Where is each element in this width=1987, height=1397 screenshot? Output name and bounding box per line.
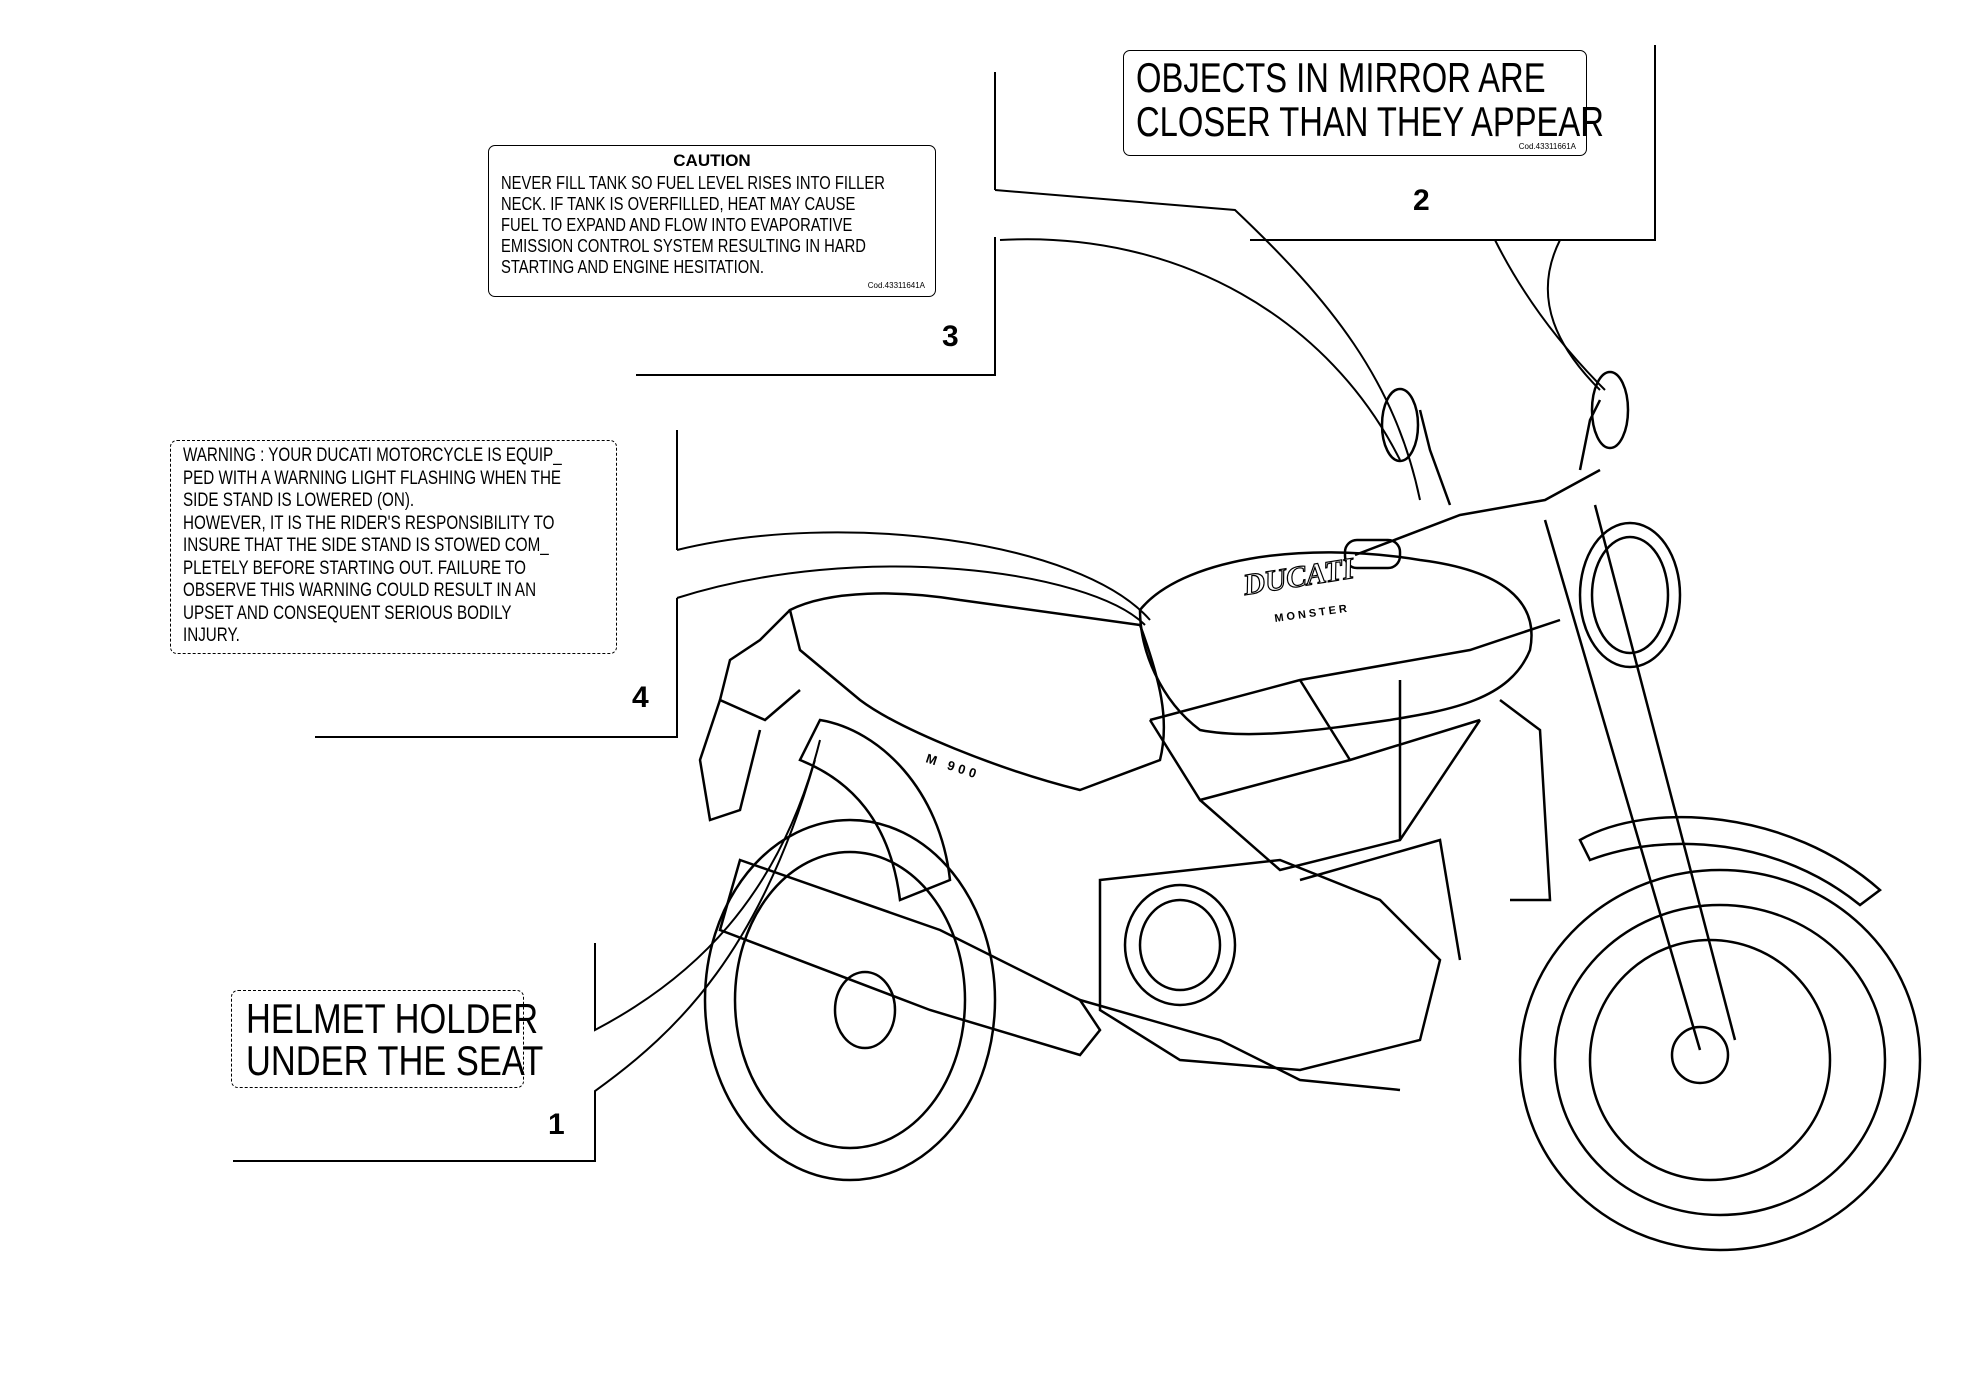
mirror-label-code: Cod.43311661A bbox=[1518, 142, 1576, 151]
warning-line-1: WARNING : YOUR DUCATI MOTORCYCLE IS EQUI… bbox=[183, 445, 562, 466]
callout-3-leader bbox=[636, 237, 996, 376]
callout-2-pointer-a bbox=[1494, 239, 1606, 391]
warning-line-4: HOWEVER, IT IS THE RIDER'S RESPONSIBILIT… bbox=[183, 512, 555, 534]
helmet-label-line-2: UNDER THE SEAT bbox=[246, 1037, 544, 1084]
side-stand-warning-label: WARNING : YOUR DUCATI MOTORCYCLE IS EQUI… bbox=[170, 440, 617, 654]
seat bbox=[788, 592, 1166, 792]
fuel-tank bbox=[1138, 551, 1533, 736]
mirror-warning-label: OBJECTS IN MIRROR ARE CLOSER THAN THEY A… bbox=[1123, 50, 1604, 156]
warning-line-8: UPSET AND CONSEQUENT SERIOUS BODILY bbox=[183, 602, 512, 624]
left-mirror bbox=[1380, 387, 1420, 463]
exhaust bbox=[718, 858, 1102, 1057]
callout-2-pointer-b bbox=[1546, 239, 1601, 391]
warning-line-6: PLETELY BEFORE STARTING OUT. FAILURE TO bbox=[183, 557, 526, 579]
caution-line-5: STARTING AND ENGINE HESITATION. bbox=[501, 257, 764, 277]
caution-title: CAUTION bbox=[673, 151, 751, 170]
callout-4-pointer-a bbox=[676, 531, 1151, 621]
callout-number-3: 3 bbox=[942, 320, 959, 353]
helmet-label-line-1: HELMET HOLDER bbox=[246, 995, 539, 1042]
motorcycle-drawing bbox=[698, 370, 1922, 1252]
callout-number-2: 2 bbox=[1413, 184, 1430, 217]
caution-code: Cod.43311641A bbox=[867, 281, 925, 290]
tank-model: MONSTER bbox=[1274, 603, 1351, 625]
callout-4-leader bbox=[315, 598, 678, 738]
callout-number-4: 4 bbox=[632, 681, 649, 714]
callout-1-top bbox=[594, 739, 821, 1032]
caution-line-2: NECK. IF TANK IS OVERFILLED, HEAT MAY CA… bbox=[501, 194, 856, 214]
callout-2-leader bbox=[1250, 45, 1656, 241]
callout-3-pointer-b bbox=[994, 72, 1401, 461]
mirror-label-line-1: OBJECTS IN MIRROR ARE bbox=[1136, 54, 1546, 101]
callout-3-pointer-a bbox=[994, 189, 1421, 501]
callout-1-leader bbox=[233, 759, 816, 1162]
warning-line-5: INSURE THAT THE SIDE STAND IS STOWED COM… bbox=[183, 535, 549, 556]
helmet-holder-label: HELMET HOLDER UNDER THE SEAT bbox=[231, 990, 543, 1088]
warning-line-2: PED WITH A WARNING LIGHT FLASHING WHEN T… bbox=[183, 467, 562, 489]
front-disc bbox=[1588, 938, 1832, 1182]
engine-cover bbox=[1123, 883, 1237, 1007]
right-mirror bbox=[1590, 370, 1630, 450]
mirror-label-line-2: CLOSER THAN THEY APPEAR bbox=[1136, 98, 1604, 145]
caution-line-1: NEVER FILL TANK SO FUEL LEVEL RISES INTO… bbox=[501, 173, 885, 193]
warning-line-3: SIDE STAND IS LOWERED (ON). bbox=[183, 490, 415, 511]
tank-brand: DUCATI bbox=[1240, 552, 1358, 602]
headlight bbox=[1578, 521, 1682, 669]
warning-body: WARNING : YOUR DUCATI MOTORCYCLE IS EQUI… bbox=[183, 445, 656, 648]
caution-line-3: FUEL TO EXPAND AND FLOW INTO EVAPORATIVE bbox=[501, 215, 853, 235]
rear-tire bbox=[703, 818, 997, 1182]
tank-decal: DUCATI MONSTER M 900 bbox=[924, 551, 1358, 782]
caution-body: NEVER FILL TANK SO FUEL LEVEL RISES INTO… bbox=[501, 173, 969, 278]
callout-number-1: 1 bbox=[548, 1108, 565, 1141]
fuel-caution-label: CAUTION NEVER FILL TANK SO FUEL LEVEL RI… bbox=[488, 145, 936, 297]
callout-4-pointer-b bbox=[676, 565, 1146, 626]
caution-line-4: EMISSION CONTROL SYSTEM RESULTING IN HAR… bbox=[501, 236, 866, 256]
warning-line-7: OBSERVE THIS WARNING COULD RESULT IN AN bbox=[183, 580, 537, 601]
warning-line-9: INJURY. bbox=[183, 625, 240, 646]
front-tire bbox=[1518, 868, 1922, 1252]
